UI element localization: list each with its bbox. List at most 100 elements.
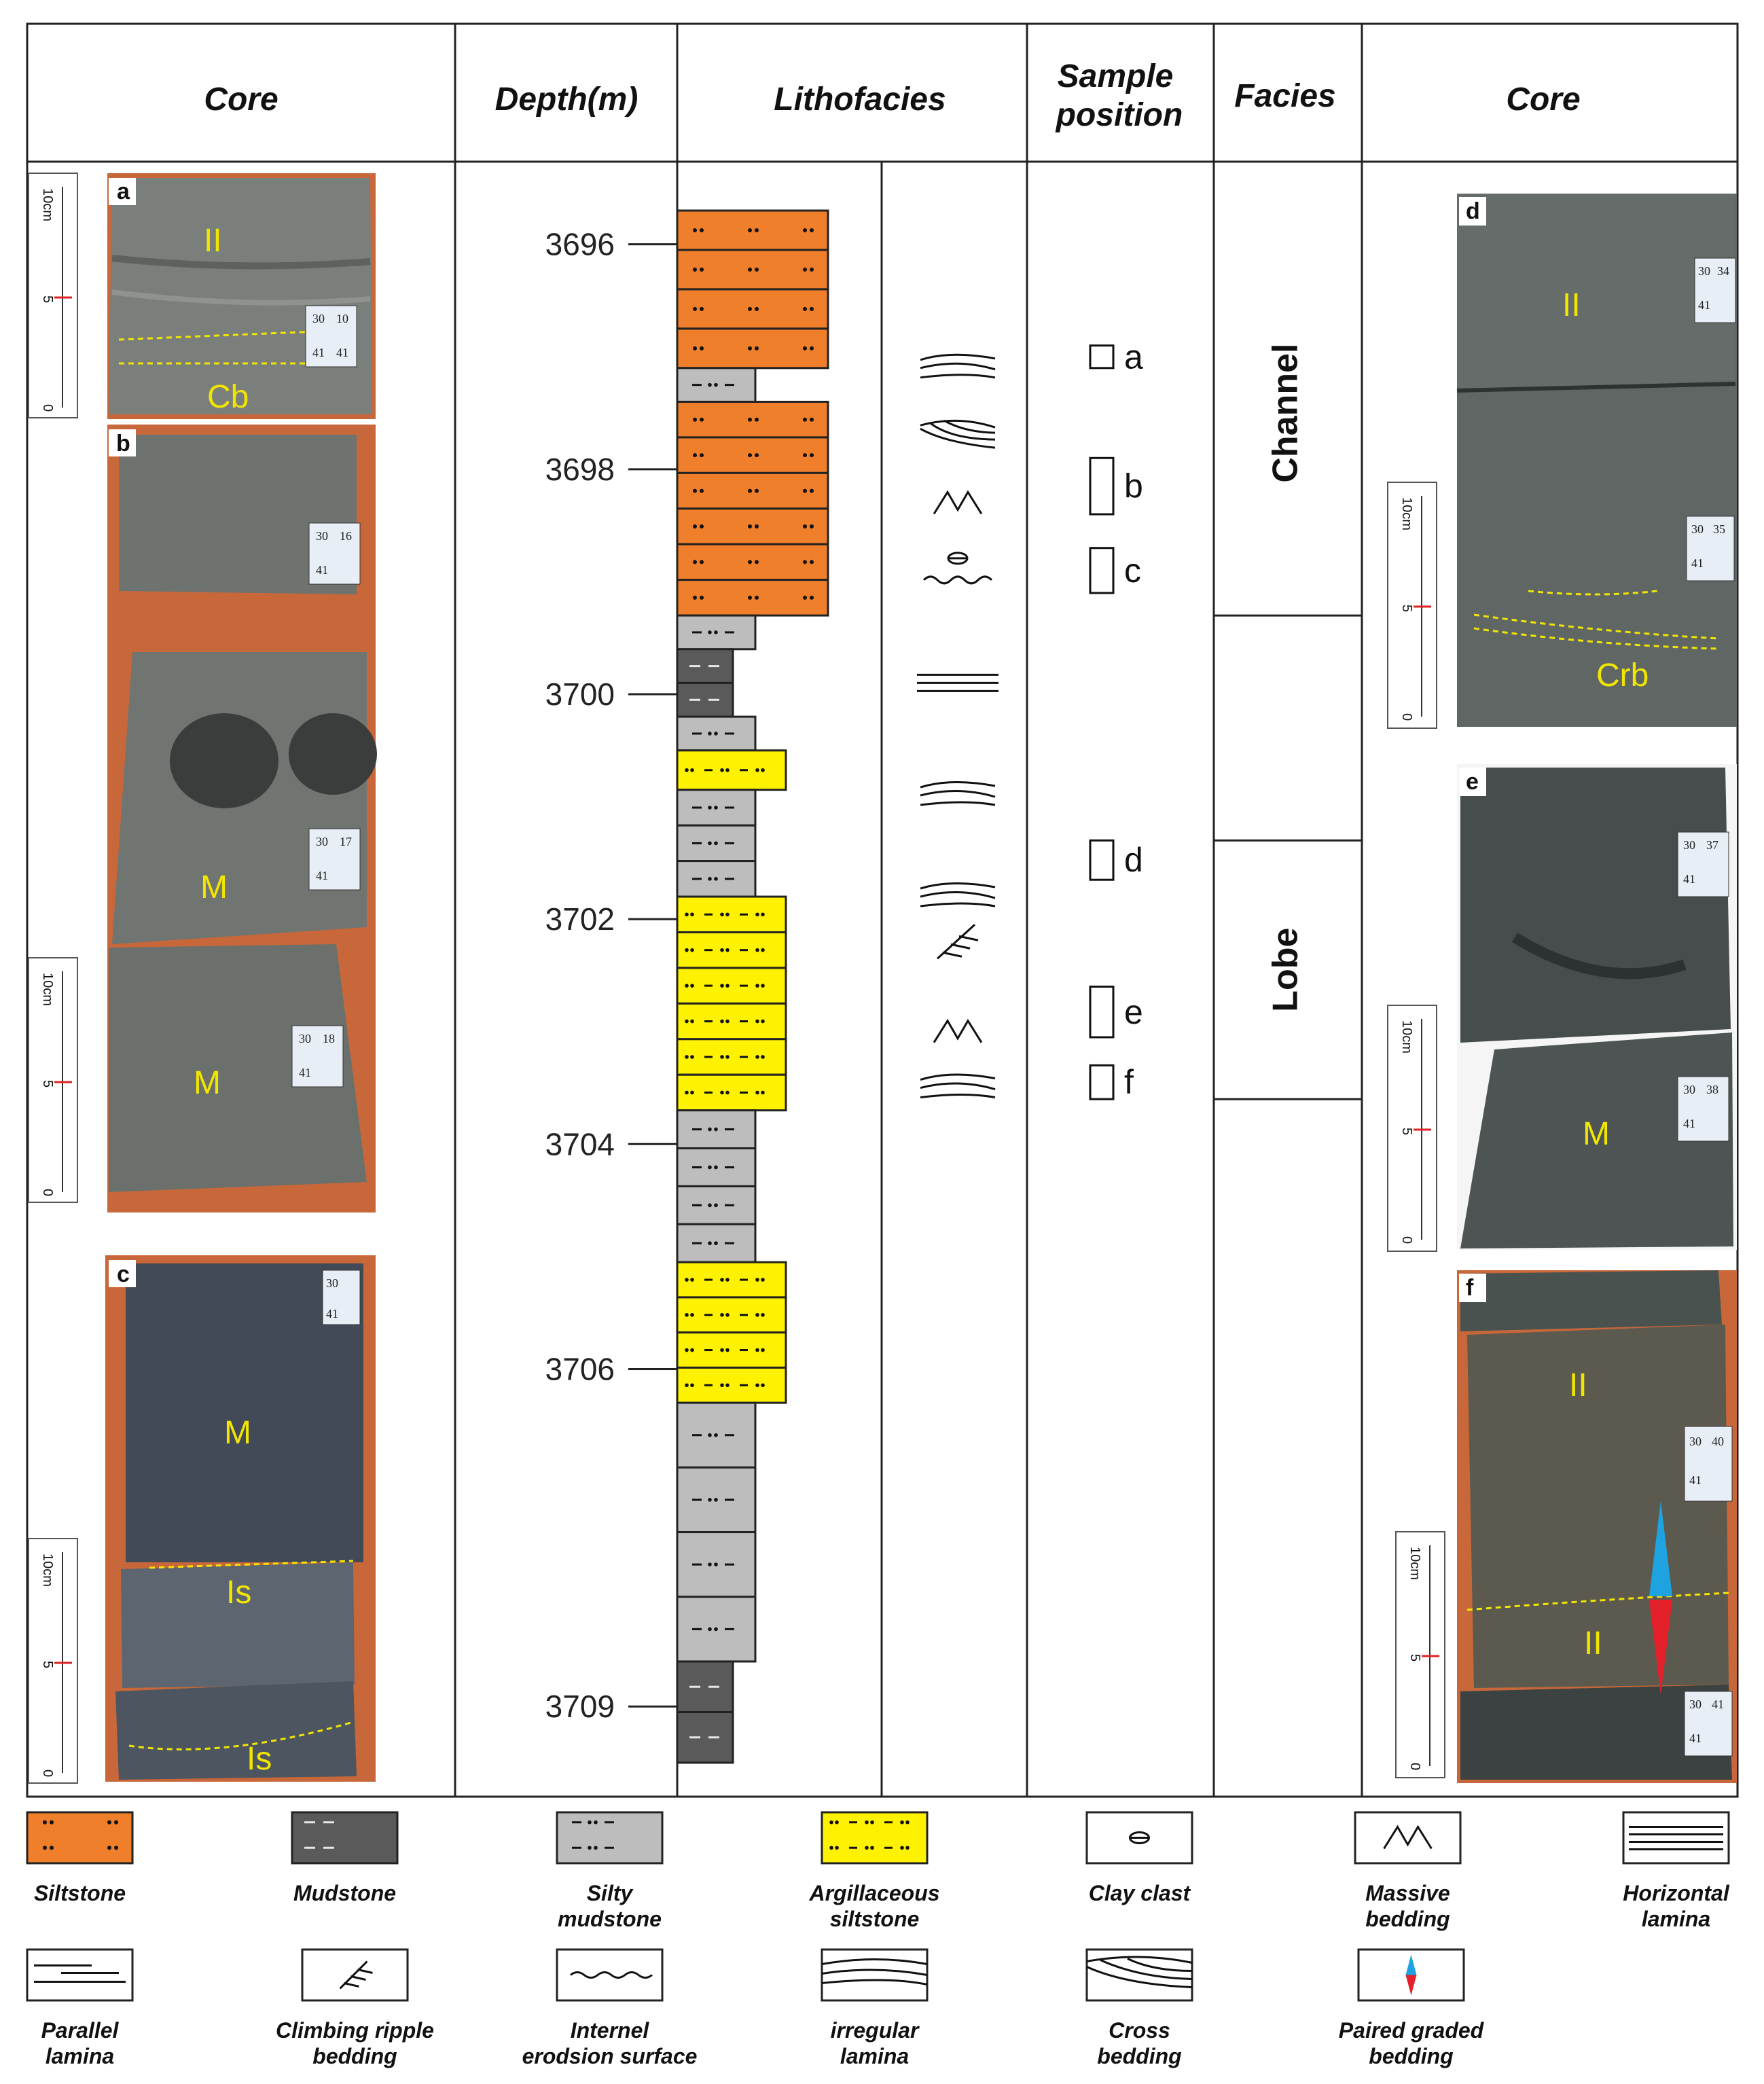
silt-dot xyxy=(43,1846,47,1850)
silt-dot xyxy=(755,912,759,917)
header-row: Core Depth(m) Lithofacies Sample positio… xyxy=(204,58,1580,133)
legend-label: Clay clast xyxy=(1089,1881,1191,1905)
lamina-line xyxy=(920,374,996,379)
sample-marker xyxy=(1089,1064,1115,1100)
legend-label: Parallel xyxy=(41,2018,120,2043)
silt-dot xyxy=(748,453,752,458)
silt-dot xyxy=(107,1820,111,1825)
core-photos-right: 10cm 5 0 10cm 5 0 10cm 5 0 xyxy=(1387,194,1737,1783)
silt-dot xyxy=(43,1820,47,1825)
silt-dot xyxy=(714,1627,718,1632)
tag-text: 41 xyxy=(1683,872,1695,886)
silt-dot xyxy=(755,1278,759,1282)
silt-dot xyxy=(685,1278,689,1282)
annotation-crb: Crb xyxy=(1596,658,1649,694)
lamina-line xyxy=(920,801,996,806)
tag-text: 41 xyxy=(1689,1731,1702,1745)
silt-dot xyxy=(803,453,807,458)
legend-item-clay-clast: Clay clast xyxy=(1085,1811,1193,1905)
cross-bedding-icon xyxy=(920,419,996,449)
header-lithofacies: Lithofacies xyxy=(774,82,946,118)
silt-dot xyxy=(810,228,814,232)
legend-swatch xyxy=(26,1811,134,1865)
silt-dot xyxy=(685,912,689,917)
scale-label-bottom: 0 xyxy=(1399,1236,1414,1244)
legend-item-siltstone: Siltstone xyxy=(26,1811,134,1905)
silt-dot xyxy=(714,1241,718,1246)
silt-dot xyxy=(685,948,689,952)
bed-fill xyxy=(676,681,734,718)
annotation-m: M xyxy=(224,1415,251,1451)
tag-text: 30 xyxy=(1689,1697,1702,1711)
scale-bar: 10cm 5 0 xyxy=(1387,482,1437,729)
silt-dot xyxy=(714,630,718,634)
lithology-bed-argillaceous-siltstone xyxy=(676,931,787,969)
silt-dot xyxy=(685,768,689,772)
legend-label: lamina xyxy=(46,2044,114,2068)
tag-text: 41 xyxy=(316,563,328,577)
lamina-line xyxy=(920,362,996,371)
lithology-bed-argillaceous-siltstone xyxy=(676,1002,787,1041)
lithology-bed-mudstone xyxy=(676,1710,734,1764)
silt-dot xyxy=(748,346,752,351)
silt-dot xyxy=(714,732,718,736)
silt-dot xyxy=(594,1846,598,1850)
silt-dot xyxy=(761,1055,765,1059)
lithology-bed-silty-mudstone xyxy=(676,1401,757,1469)
legend-swatch xyxy=(26,1948,134,2002)
scale-label-bottom: 0 xyxy=(1407,1763,1422,1770)
silt-dot xyxy=(829,1846,833,1850)
lithology-bed-silty-mudstone xyxy=(676,367,757,403)
scale-label-top: 10cm xyxy=(1407,1547,1422,1580)
legend-label: bedding xyxy=(1097,2044,1181,2068)
lamina-line xyxy=(920,882,996,890)
legend-label: Horizontal xyxy=(1623,1881,1730,1905)
graded-up-arrow xyxy=(1405,1954,1417,1975)
silt-dot xyxy=(755,524,759,529)
tag-text: 30 xyxy=(316,835,328,848)
scale-label-top: 10cm xyxy=(40,973,55,1006)
silt-dot xyxy=(905,1820,910,1825)
silt-dot xyxy=(870,1820,874,1825)
silt-dot xyxy=(755,1055,759,1059)
silt-dot xyxy=(50,1846,54,1850)
silt-dot xyxy=(720,768,724,772)
tag-text: 30 xyxy=(1691,522,1704,536)
silt-dot xyxy=(690,1348,694,1352)
scale-label-top: 10cm xyxy=(1399,497,1414,531)
tag-text: 30 xyxy=(1683,1083,1695,1096)
silt-dot xyxy=(700,560,704,564)
core-photo-f: 30 41 40 30 41 41 f II II xyxy=(1457,1270,1737,1783)
bed-fill xyxy=(676,1185,757,1225)
silt-dot xyxy=(693,453,697,458)
tag-text: 30 xyxy=(316,529,328,543)
bed-fill xyxy=(676,648,734,684)
silt-dot xyxy=(714,877,718,881)
scale-bar: 10cm 5 0 xyxy=(28,957,78,1203)
depth-tick-label: 3709 xyxy=(545,1689,615,1724)
lithology-bed-mudstone xyxy=(676,681,734,718)
silt-dot xyxy=(755,1383,759,1388)
scale-label-mid: 5 xyxy=(1399,1128,1414,1135)
legend-label: bedding xyxy=(1365,1907,1450,1931)
bed-fill xyxy=(676,1073,787,1112)
silt-dot xyxy=(685,1348,689,1352)
irregular-lamina-icon xyxy=(920,780,996,806)
tag-text: 41 xyxy=(1683,1117,1695,1130)
tag-text: 35 xyxy=(1713,522,1725,536)
lithology-bed-silty-mudstone xyxy=(676,789,757,827)
silt-dot xyxy=(714,1562,718,1566)
header-sample-line1: Sample xyxy=(1058,58,1174,94)
silt-dot xyxy=(685,1055,689,1059)
silt-dot xyxy=(761,912,765,917)
silt-dot xyxy=(708,1562,712,1566)
annotation-cb: Cb xyxy=(207,379,249,415)
lithology-bed-argillaceous-siltstone xyxy=(676,1261,787,1299)
silt-dot xyxy=(720,1383,724,1388)
silt-dot xyxy=(755,267,759,272)
tag-text: 41 xyxy=(312,346,325,359)
tag-text: 34 xyxy=(1717,264,1729,278)
